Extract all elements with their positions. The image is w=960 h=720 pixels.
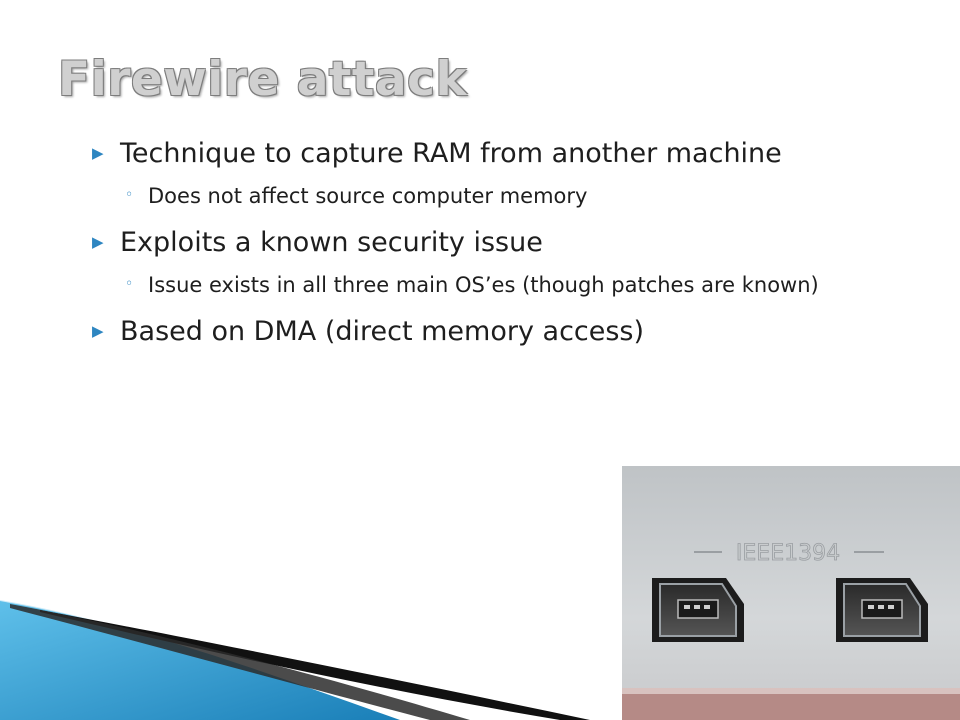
sub-bullet-circle-icon: ◦ (125, 187, 134, 203)
bullet-text: Based on DMA (direct memory access) (120, 316, 645, 347)
bullet-arrow-icon: ▶ (92, 144, 104, 162)
sub-bullet-item: ◦ Issue exists in all three main OS’es (… (92, 270, 932, 300)
slide-title: Firewire attack (58, 52, 468, 107)
sub-bullet-item: ◦ Does not affect source computer memory (92, 181, 932, 211)
bullet-item: ▶ Technique to capture RAM from another … (92, 136, 932, 171)
decorative-swoosh (0, 599, 590, 720)
sub-bullet-text: Issue exists in all three main OS’es (th… (148, 273, 819, 297)
bullet-arrow-icon: ▶ (92, 233, 104, 251)
bullet-list: ▶ Technique to capture RAM from another … (92, 136, 932, 361)
firewire-ports-photo: IEEE1394 (622, 466, 960, 720)
bullet-item: ▶ Exploits a known security issue (92, 225, 932, 260)
port-label: IEEE1394 (736, 541, 840, 566)
bullet-arrow-icon: ▶ (92, 322, 104, 340)
sub-bullet-text: Does not affect source computer memory (148, 184, 588, 208)
bullet-item: ▶ Based on DMA (direct memory access) (92, 314, 932, 349)
bullet-text: Exploits a known security issue (120, 227, 543, 258)
bullet-text: Technique to capture RAM from another ma… (120, 138, 782, 169)
firewire-ports-image: IEEE1394 (622, 466, 960, 720)
sub-bullet-circle-icon: ◦ (125, 276, 134, 292)
